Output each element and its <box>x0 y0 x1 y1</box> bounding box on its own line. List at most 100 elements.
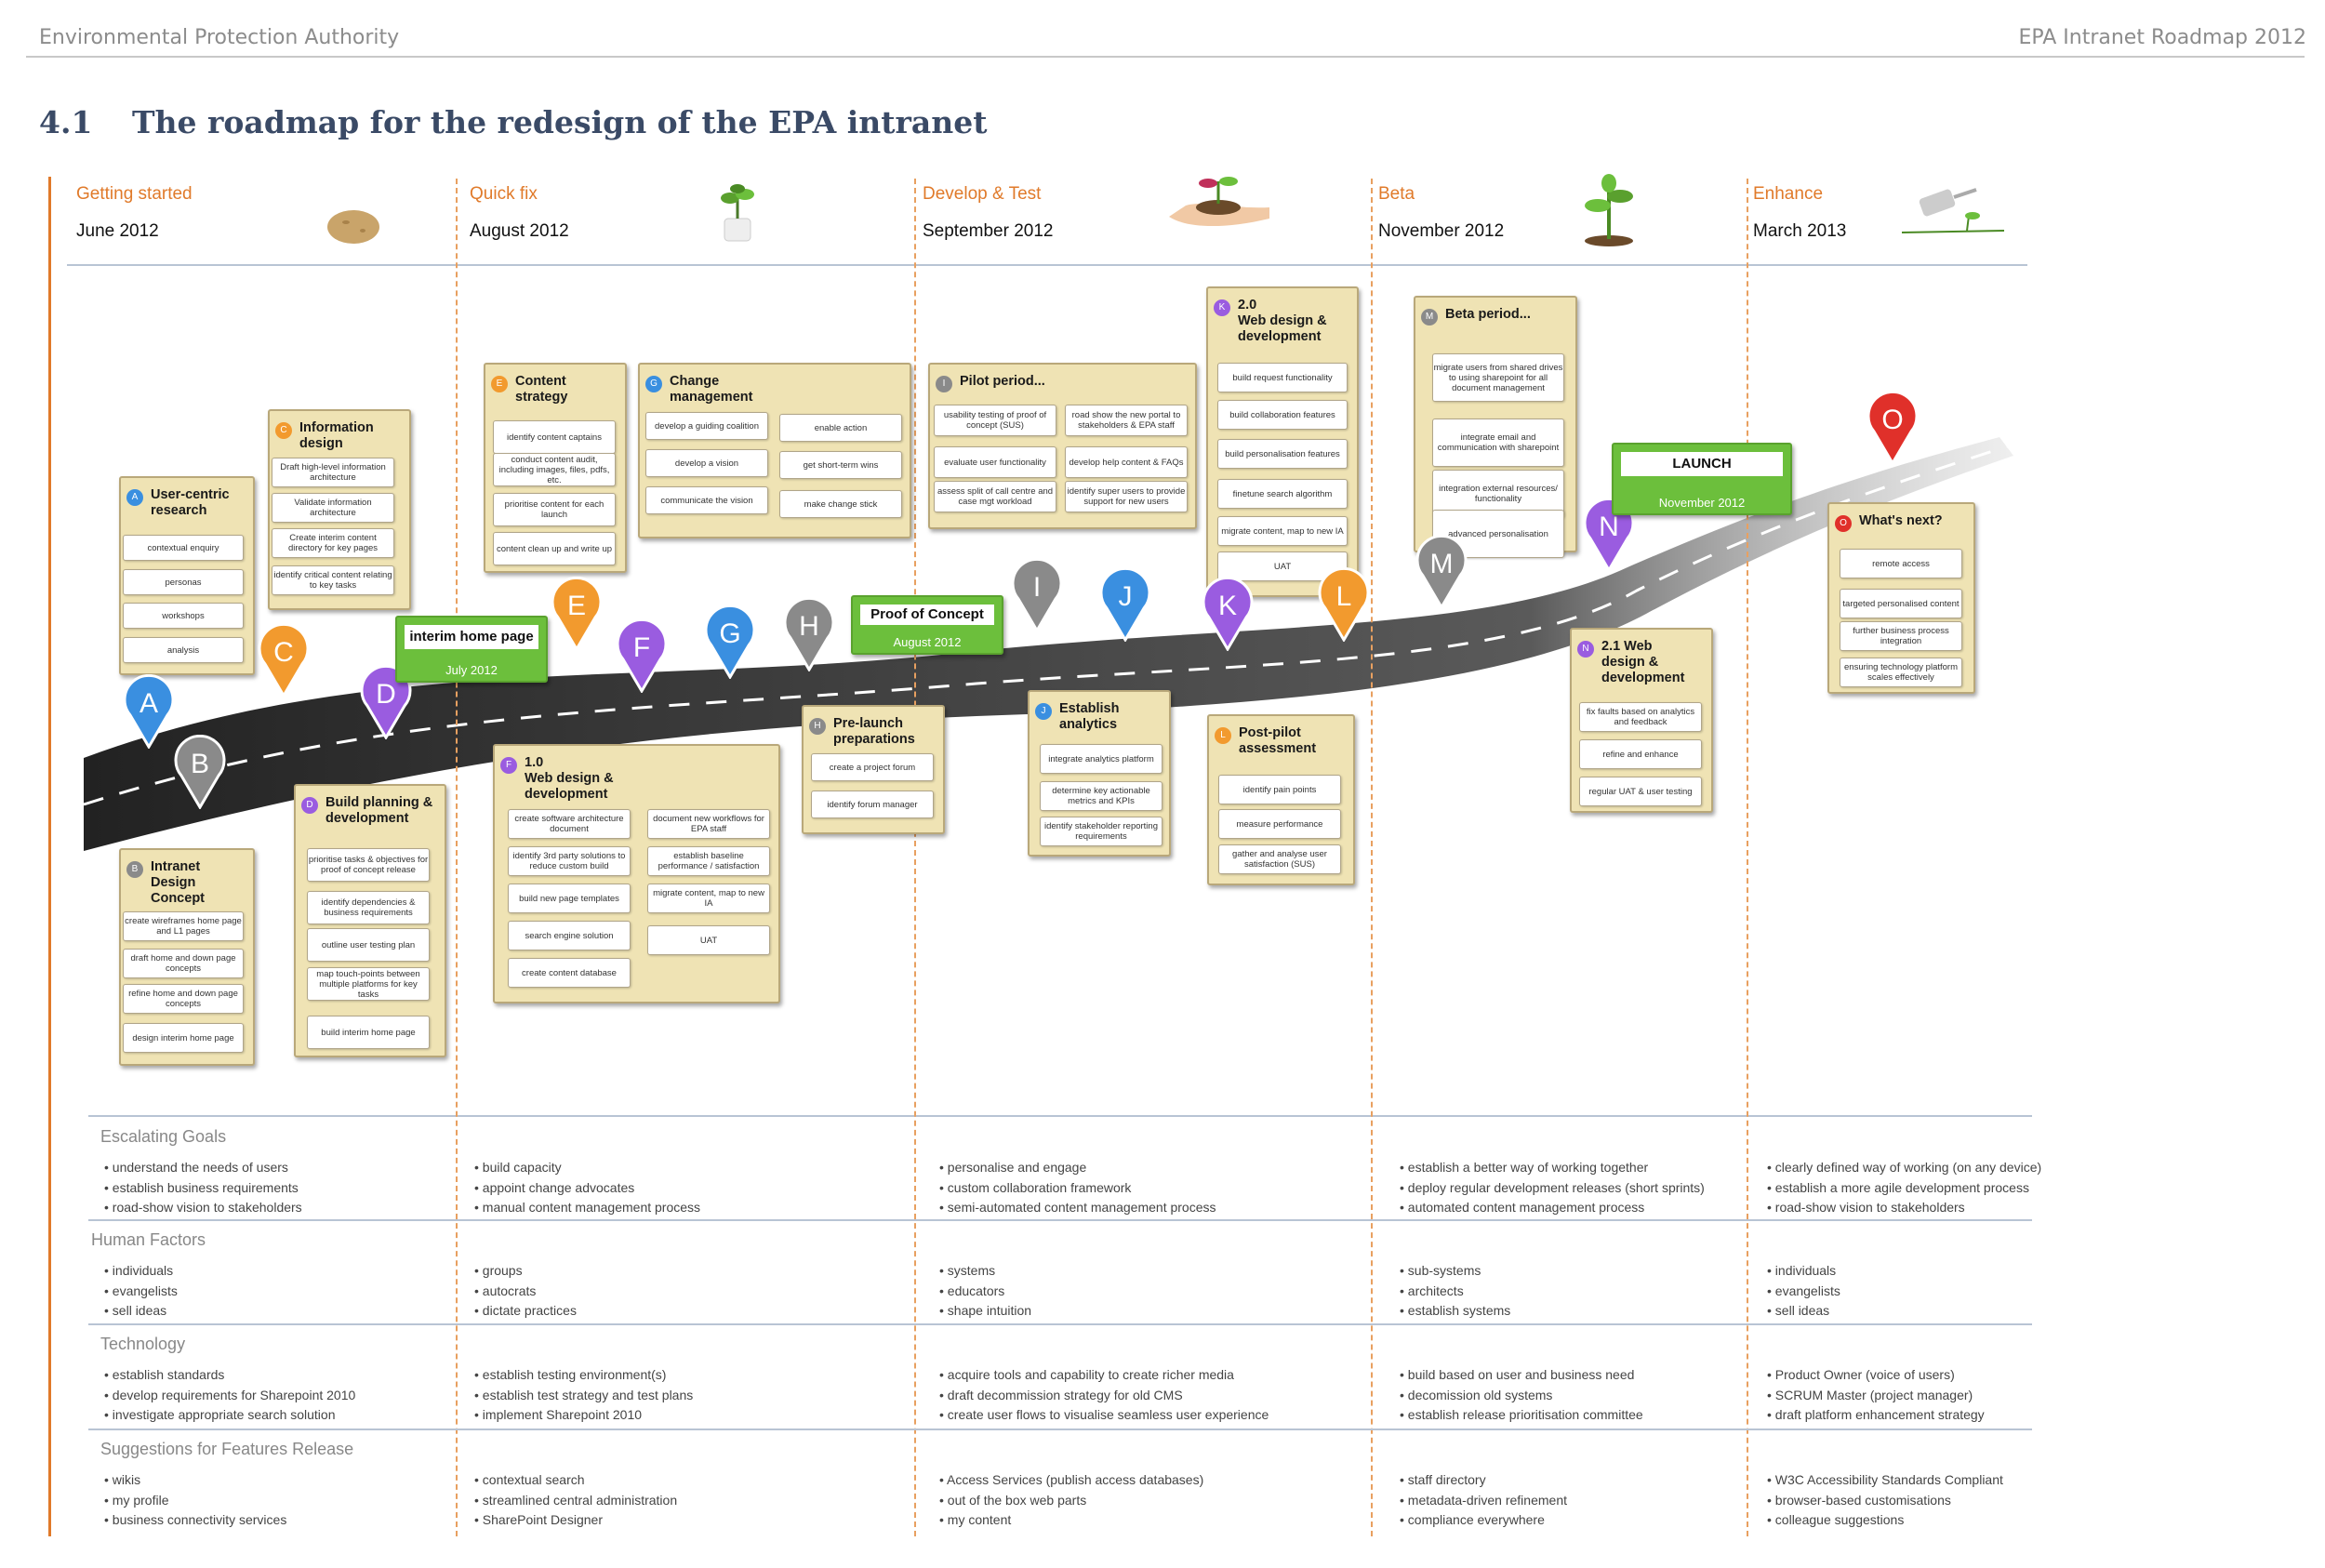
bullet-item: • staff directory <box>1400 1472 1486 1487</box>
marker-letter: L <box>1335 581 1352 612</box>
section-title: The roadmap for the redesign of the EPA … <box>132 104 988 140</box>
marker-letter: K <box>1217 591 1237 621</box>
row-divider <box>88 1428 2032 1430</box>
card-badge-icon: O <box>1835 515 1852 532</box>
bullet-item: • sub-systems <box>1400 1263 1481 1278</box>
bullet-item: • evangelists <box>104 1282 178 1298</box>
card-task: identify super users to provide support … <box>1065 481 1188 512</box>
card-task: outline user testing plan <box>307 928 430 962</box>
card-title: What's next? <box>1859 513 1943 528</box>
phase-separator <box>1747 179 1748 1536</box>
marker-letter: B <box>190 749 209 779</box>
card-task: refine home and down page concepts <box>123 984 244 1014</box>
card-title: 2.0 Web design & development <box>1238 298 1327 344</box>
bullet-item: • groups <box>474 1263 523 1278</box>
phase-date: September 2012 <box>923 221 1054 241</box>
card-title: Pre-launch preparations <box>833 716 915 747</box>
card-task: identify stakeholder reporting requireme… <box>1040 817 1162 846</box>
card-task: ensuring technology platform scales effe… <box>1840 658 1962 687</box>
card-badge-icon: F <box>500 757 517 774</box>
card-task: workshops <box>123 603 244 629</box>
card-task: communicate the vision <box>645 486 768 514</box>
bullet-item: • acquire tools and capability to create… <box>939 1367 1234 1382</box>
marker-m-pin-icon <box>1415 535 1468 609</box>
card-task: remote access <box>1840 549 1962 578</box>
card-task: further business process integration <box>1840 621 1962 651</box>
milestone-date: July 2012 <box>445 663 498 677</box>
card-task: determine key actionable metrics and KPI… <box>1040 781 1162 811</box>
card-task: build collaboration features <box>1217 400 1348 430</box>
card-badge-icon: J <box>1035 703 1052 720</box>
row-label: Suggestions for Features Release <box>100 1440 354 1458</box>
bullet-item: • establish release prioritisation commi… <box>1400 1407 1643 1422</box>
card-task: develop a guiding coalition <box>645 412 768 440</box>
card-title: 1.0 Web design & development <box>525 755 614 802</box>
milestone-title: interim home page <box>405 625 538 649</box>
card-task: measure performance <box>1218 809 1341 839</box>
marker-h-pin-icon <box>783 597 835 671</box>
bullet-item: • manual content management process <box>474 1200 701 1215</box>
bullet-item: • road-show vision to stakeholders <box>104 1200 302 1215</box>
card-task: integrate analytics platform <box>1040 744 1162 774</box>
card-task: enable action <box>779 414 902 442</box>
marker-l-pin-icon <box>1318 567 1370 642</box>
card-task: personas <box>123 569 244 595</box>
bullet-item: • browser-based customisations <box>1767 1492 1951 1508</box>
row-divider <box>88 1219 2032 1221</box>
card-badge-icon: L <box>1215 727 1231 744</box>
phase-separator <box>1371 179 1373 1536</box>
bullet-item: • individuals <box>1767 1263 1837 1278</box>
card-task: fix faults based on analytics and feedba… <box>1579 702 1702 732</box>
bullet-item: • SharePoint Designer <box>474 1512 603 1527</box>
marker-n-pin-icon <box>1583 498 1635 572</box>
card-task: gather and analyse user satisfaction (SU… <box>1218 844 1341 874</box>
marker-letter: O <box>1881 405 1904 435</box>
card-task: migrate content, map to new IA <box>1217 516 1348 546</box>
card-title: Pilot period... <box>960 374 1045 389</box>
marker-f-pin-icon <box>616 618 668 693</box>
phase-name: Getting started <box>76 184 193 204</box>
card-task: Create interim content directory for key… <box>272 528 394 558</box>
card-title: Post-pilot assessment <box>1239 725 1317 756</box>
bullet-item: • establish systems <box>1400 1303 1511 1318</box>
bullet-item: • my profile <box>104 1492 169 1508</box>
bullet-item: • appoint change advocates <box>474 1179 635 1195</box>
marker-letter: G <box>719 618 741 649</box>
card-task: refine and enhance <box>1579 739 1702 769</box>
bullet-item: • SCRUM Master (project manager) <box>1767 1387 1973 1402</box>
potted-plant-icon <box>721 184 754 242</box>
row-label: Technology <box>100 1335 186 1353</box>
marker-a-pin-icon <box>123 674 175 749</box>
marker-letter: N <box>1599 512 1619 542</box>
card-task: integrate email and communication with s… <box>1432 419 1564 467</box>
marker-g-pin-icon <box>704 605 756 679</box>
bullet-item: • build based on user and business need <box>1400 1367 1635 1382</box>
card-task: identify dependencies & business require… <box>307 891 430 924</box>
sprout-icon <box>1585 174 1633 246</box>
marker-letter: H <box>799 611 819 642</box>
card-task: create software architecture document <box>508 809 631 839</box>
bullet-item: • dictate practices <box>474 1303 577 1318</box>
bullet-item: • build capacity <box>474 1160 562 1175</box>
card-badge-icon: C <box>275 422 292 439</box>
marker-c-pin-icon <box>258 623 310 698</box>
marker-letter: E <box>566 591 586 621</box>
card-badge-icon: K <box>1214 299 1230 316</box>
card-badge-icon: E <box>491 376 508 392</box>
bullet-item: • establish testing environment(s) <box>474 1367 667 1382</box>
section-number: 4.1 <box>39 104 93 140</box>
card-task: create content database <box>508 958 631 988</box>
card-task: identify content captains <box>493 420 616 454</box>
bullet-item: • custom collaboration framework <box>939 1179 1132 1195</box>
potato-icon <box>327 210 379 244</box>
marker-letter: A <box>139 688 158 719</box>
card-task: identify forum manager <box>811 791 934 818</box>
bullet-item: • establish a better way of working toge… <box>1400 1160 1649 1175</box>
card-task: evaluate user functionality <box>934 446 1056 478</box>
milestone-title: Proof of Concept <box>860 605 994 625</box>
marker-e-pin-icon <box>551 577 603 651</box>
phase-name: Enhance <box>1753 184 1824 204</box>
bullet-item: • establish test strategy and test plans <box>474 1387 694 1402</box>
marker-k-pin-icon <box>1202 577 1254 651</box>
